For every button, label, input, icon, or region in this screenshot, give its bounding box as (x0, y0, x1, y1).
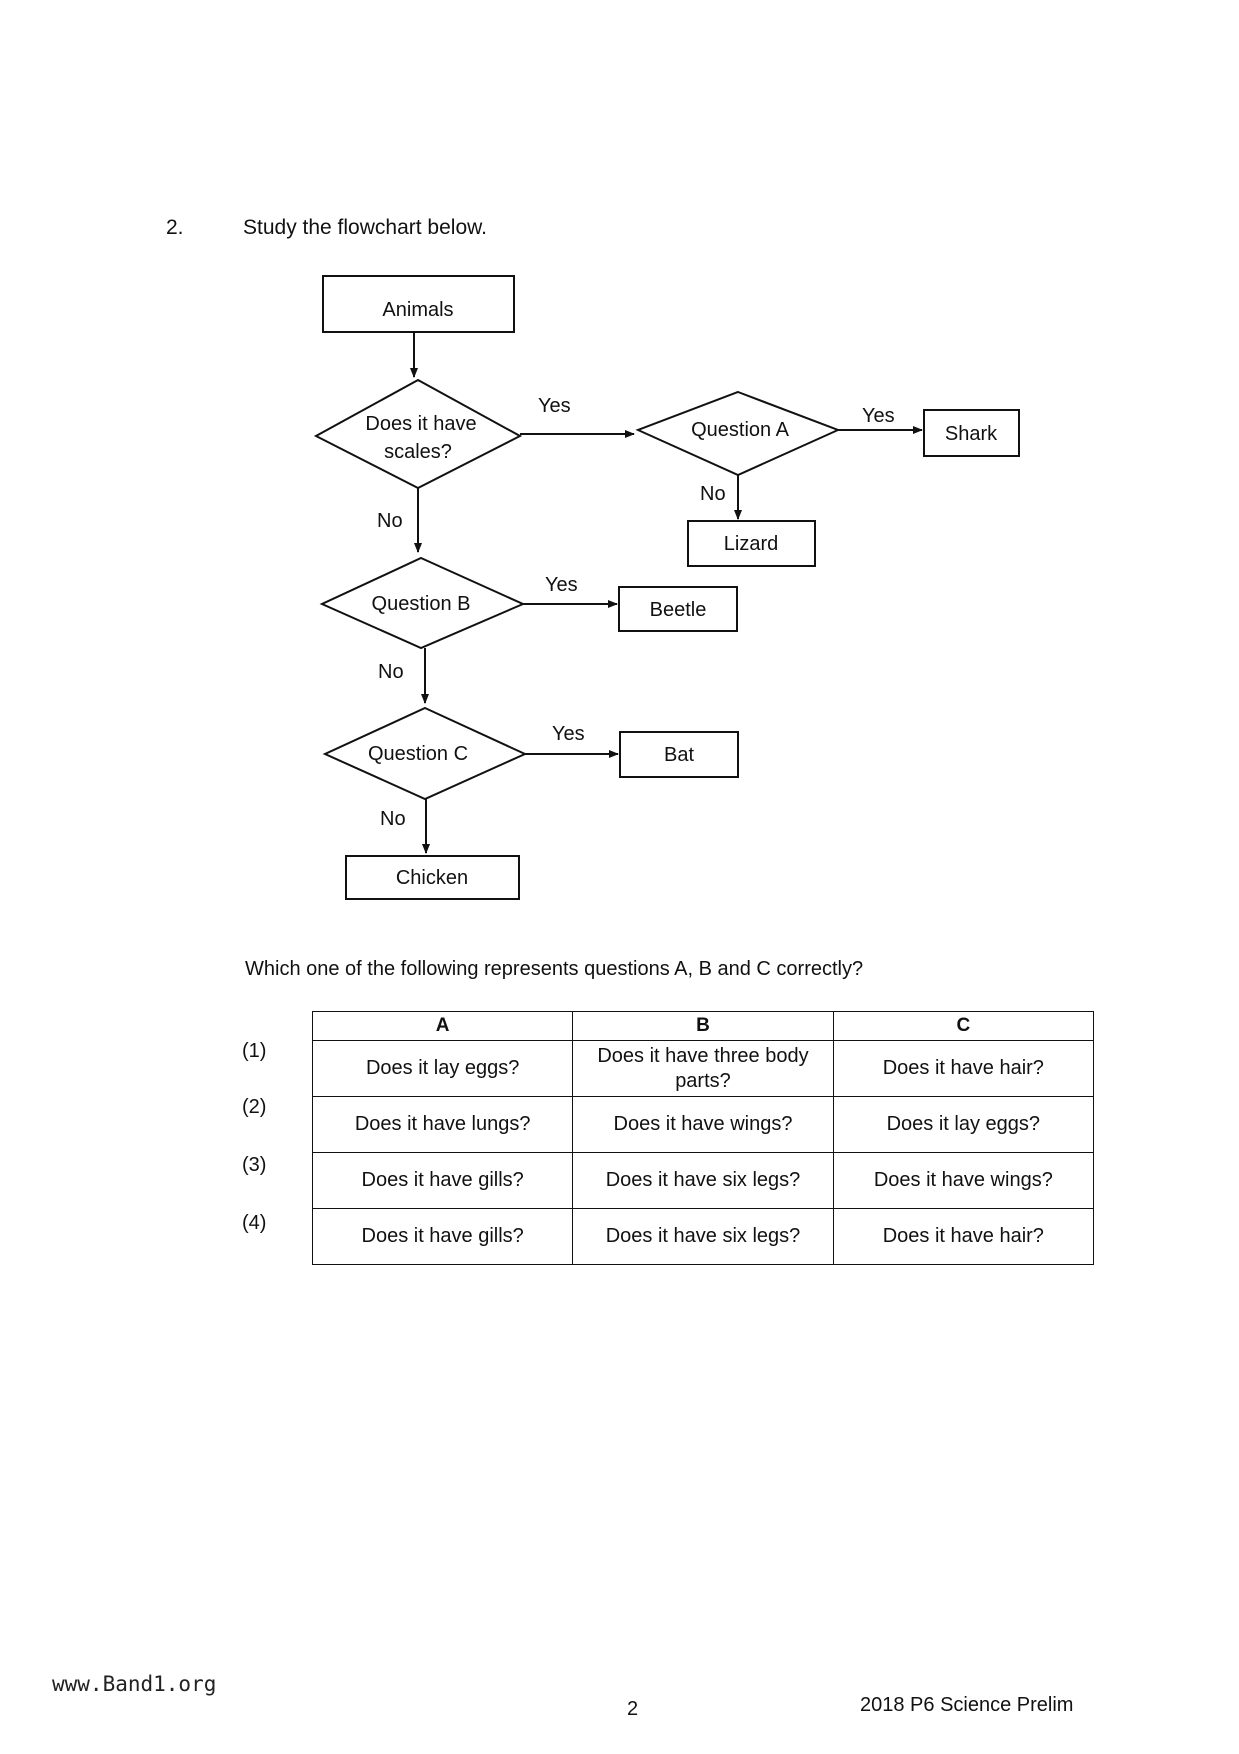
question-number: 2. (166, 216, 184, 239)
table-cell: Does it have three body parts? (572, 1040, 834, 1097)
label-b-no: No (378, 661, 404, 683)
option-label-3[interactable]: (3) (242, 1154, 267, 1176)
label-b-yes: Yes (545, 574, 578, 596)
footer-website: www.Band1.org (52, 1672, 217, 1696)
decision-scales-line2: scales? (384, 441, 452, 463)
table-cell: Does it lay eggs? (832, 1096, 1095, 1153)
table-cell: Does it have hair? (832, 1040, 1095, 1097)
outcome-chicken-label: Chicken (396, 867, 468, 889)
table-row[interactable]: Does it lay eggs? Does it have three bod… (311, 1040, 1095, 1097)
footer-page-number: 2 (627, 1698, 639, 1720)
table-row[interactable]: Does it have lungs? Does it have wings? … (311, 1096, 1095, 1153)
table-cell: Does it have lungs? (311, 1096, 574, 1153)
flowchart: Animals Does it have scales? Yes No Ques… (313, 275, 1020, 900)
option-label-1[interactable]: (1) (242, 1040, 267, 1062)
option-label-2[interactable]: (2) (242, 1096, 267, 1118)
start-node-label: Animals (382, 299, 453, 321)
label-scales-no: No (377, 510, 403, 532)
start-node-animals: Animals (322, 275, 515, 333)
decision-scales-line1: Does it have (365, 413, 476, 435)
question-instruction: Study the flowchart below. (243, 216, 487, 239)
table-cell: Does it have wings? (572, 1096, 834, 1153)
label-c-no: No (380, 808, 406, 830)
decision-question-b-label: Question B (372, 593, 471, 615)
footer-exam-title: 2018 P6 Science Prelim (860, 1694, 1074, 1716)
outcome-shark-label: Shark (945, 423, 998, 445)
column-header-a: A (311, 1011, 574, 1041)
question-prompt: Which one of the following represents qu… (245, 958, 864, 980)
table-cell: Does it have six legs? (572, 1208, 834, 1265)
table-cell: Does it have gills? (311, 1152, 574, 1209)
column-header-c: C (832, 1011, 1095, 1041)
decision-question-c: Question C (322, 706, 528, 801)
table-cell: Does it have wings? (832, 1152, 1095, 1209)
decision-question-b: Question B (319, 556, 526, 650)
table-cell: Does it have six legs? (572, 1152, 834, 1209)
outcome-chicken: Chicken (345, 855, 520, 900)
label-a-no: No (700, 483, 726, 505)
outcome-bat-label: Bat (664, 744, 694, 766)
column-header-b: B (572, 1011, 834, 1041)
decision-scales: Does it have scales? (313, 378, 523, 490)
outcome-lizard: Lizard (687, 520, 816, 567)
table-cell: Does it have hair? (832, 1208, 1095, 1265)
table-row[interactable]: Does it have gills? Does it have six leg… (311, 1152, 1095, 1209)
table-cell: Does it have gills? (311, 1208, 574, 1265)
outcome-beetle-label: Beetle (650, 599, 707, 621)
outcome-shark: Shark (923, 409, 1020, 457)
table-cell: Does it lay eggs? (311, 1040, 574, 1097)
answer-options-table: A B C Does it lay eggs? Does it have thr… (311, 1011, 1095, 1265)
table-header-row: A B C (311, 1011, 1095, 1041)
label-a-yes: Yes (862, 405, 895, 427)
option-label-4[interactable]: (4) (242, 1212, 267, 1234)
label-scales-yes: Yes (538, 395, 571, 417)
decision-question-a: Question A (635, 390, 841, 477)
outcome-beetle: Beetle (618, 586, 738, 632)
label-c-yes: Yes (552, 723, 585, 745)
decision-question-c-label: Question C (368, 743, 468, 765)
decision-question-a-label: Question A (691, 419, 790, 441)
outcome-bat: Bat (619, 731, 739, 778)
table-row[interactable]: Does it have gills? Does it have six leg… (311, 1208, 1095, 1265)
outcome-lizard-label: Lizard (724, 533, 778, 555)
